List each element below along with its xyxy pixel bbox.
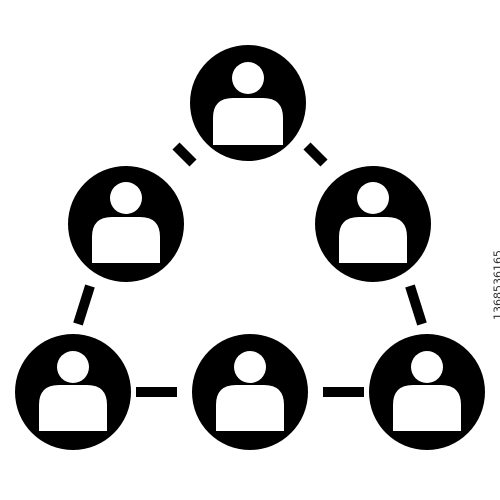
person-node-bottom-right: [369, 334, 485, 450]
connector-top-left: [172, 142, 197, 167]
image-id-watermark: 1368536165: [491, 250, 500, 320]
connector-top-right: [303, 142, 328, 167]
connector-right-upper: [405, 284, 427, 326]
person-node-right-middle: [315, 166, 431, 282]
person-node-left-middle: [68, 166, 184, 282]
connector-lines: [73, 142, 427, 397]
person-node-top: [190, 45, 306, 161]
person-node-bottom-left: [15, 334, 131, 450]
person-node-bottom-middle: [192, 334, 308, 450]
connector-left-upper: [73, 284, 95, 326]
